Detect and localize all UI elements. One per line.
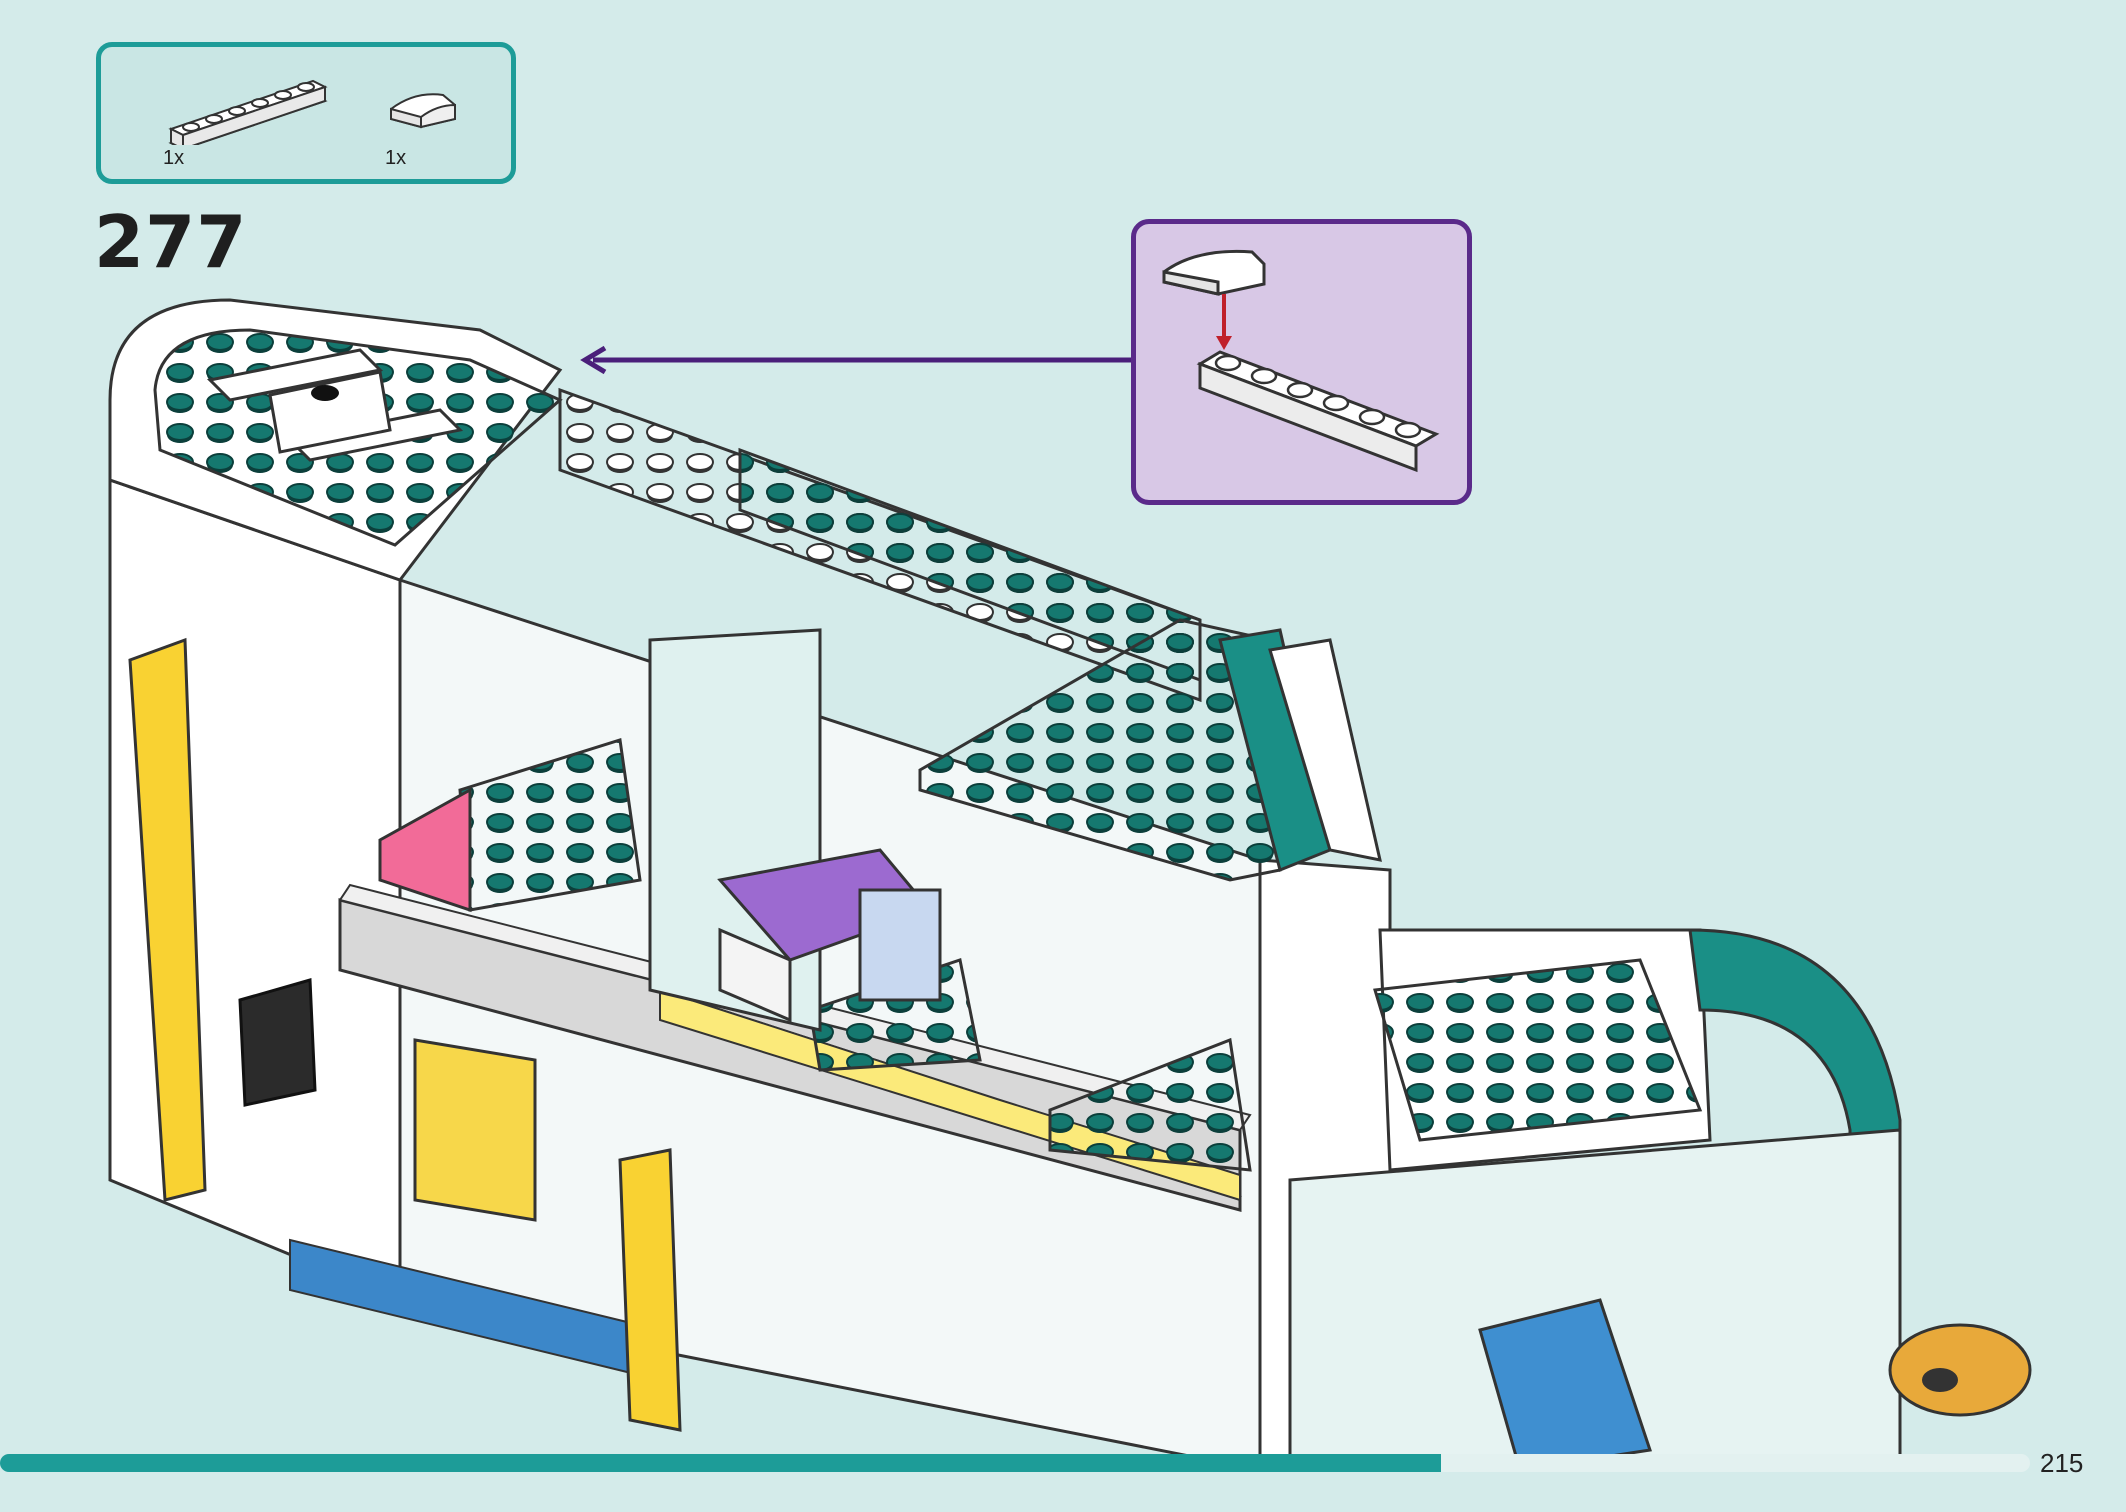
progress-fill [0, 1454, 1442, 1472]
part-plate: 1x [163, 65, 333, 175]
page-number: 215 [2040, 1448, 2084, 1478]
part-quantity: 1x [385, 147, 407, 169]
white-plate-1x6-icon [168, 79, 328, 151]
white-curved-slope-icon [390, 93, 456, 129]
part-slope: 1x [385, 87, 465, 177]
sub-assembly-icon [1162, 249, 1440, 473]
parts-list: 1x 1x [96, 42, 516, 184]
callout-arrow-icon [580, 345, 1131, 375]
step-number: 277 [94, 200, 248, 284]
callout-box [1131, 219, 1472, 505]
progress-bar [0, 1454, 2030, 1472]
part-quantity: 1x [163, 147, 185, 169]
